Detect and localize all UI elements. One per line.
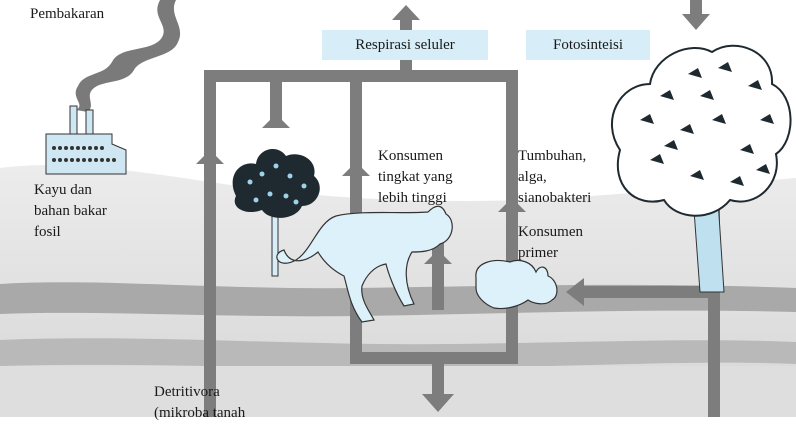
higher-consumer-line3: lebih tinggi (378, 190, 447, 206)
producers-line1: Tumbuhan, (518, 148, 587, 164)
soil-bottom (0, 366, 796, 417)
producers-label: Tumbuhan, alga, sianobakteri (518, 146, 591, 209)
respiration-label-box: Respirasi seluler (322, 30, 488, 60)
primary-consumer-line2: primer (518, 245, 558, 261)
photosynthesis-label: Fotosinteisi (552, 36, 623, 53)
wildcat-icon (276, 205, 453, 323)
fossil-label-line3: fosil (34, 224, 61, 240)
detritivores-line2: (mikroba tanah (154, 405, 246, 421)
detritivores-line1: Detritivora (154, 384, 220, 400)
fossil-fuel-label: Kayu dan bahan bakar fosil (34, 180, 107, 243)
primary-consumer-line1: Konsumen (518, 224, 583, 240)
fossil-label-line2: bahan bakar (34, 203, 107, 219)
higher-consumer-label: Konsumen tingkat yang lebih tinggi (378, 146, 453, 209)
detritivores-label: Detritivora (mikroba tanah (154, 382, 245, 424)
producers-line3: sianobakteri (518, 190, 592, 206)
combustion-label: Pembakaran (30, 6, 105, 22)
producers-line2: alga, (518, 169, 547, 185)
fossil-label-line1: Kayu dan (34, 182, 92, 198)
photosynthesis-label-box: Fotosinteisi (526, 30, 650, 60)
large-tree-icon (610, 44, 792, 293)
respiration-label: Respirasi seluler (355, 36, 455, 53)
factory-icon (45, 105, 127, 175)
small-tree-icon (232, 149, 320, 277)
higher-consumer-line2: tingkat yang (378, 169, 453, 185)
smoke-plume (75, 0, 181, 112)
higher-consumer-line1: Konsumen (378, 148, 443, 164)
primary-consumer-label: Konsumen primer (518, 222, 583, 264)
rabbit-icon (475, 259, 558, 310)
